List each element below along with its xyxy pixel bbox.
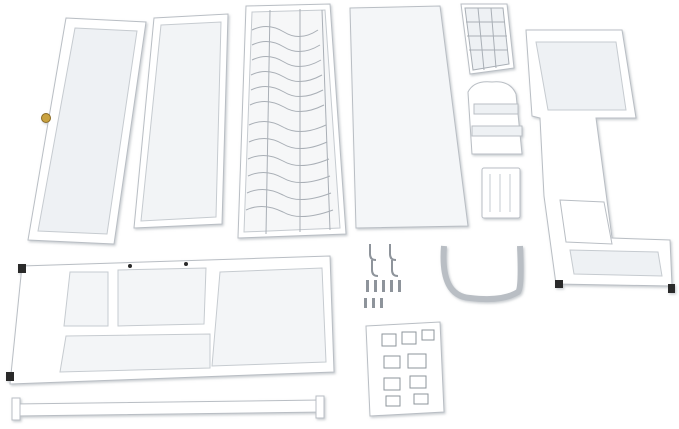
dish-rack [237,3,347,239]
glass-door-panel [27,17,147,245]
foot-left-a [18,264,26,273]
foot-left-b [6,372,14,381]
side-panel [133,13,229,229]
base-frame [6,255,335,385]
foot-right-a [555,280,563,288]
foot-right-b [668,284,675,293]
screws [364,280,401,308]
instruction-sheet [365,321,445,417]
wire-basket [460,3,515,75]
dish-rack-wires [245,9,334,235]
side-handle [440,245,524,303]
basket-wires [466,7,508,71]
side-frame-right [525,29,675,293]
shelf-board [349,5,469,229]
knife-holder [467,81,523,155]
utensil-holder [481,167,521,219]
long-bar [11,395,325,421]
hooks [369,244,399,277]
brass-knob [41,113,51,123]
